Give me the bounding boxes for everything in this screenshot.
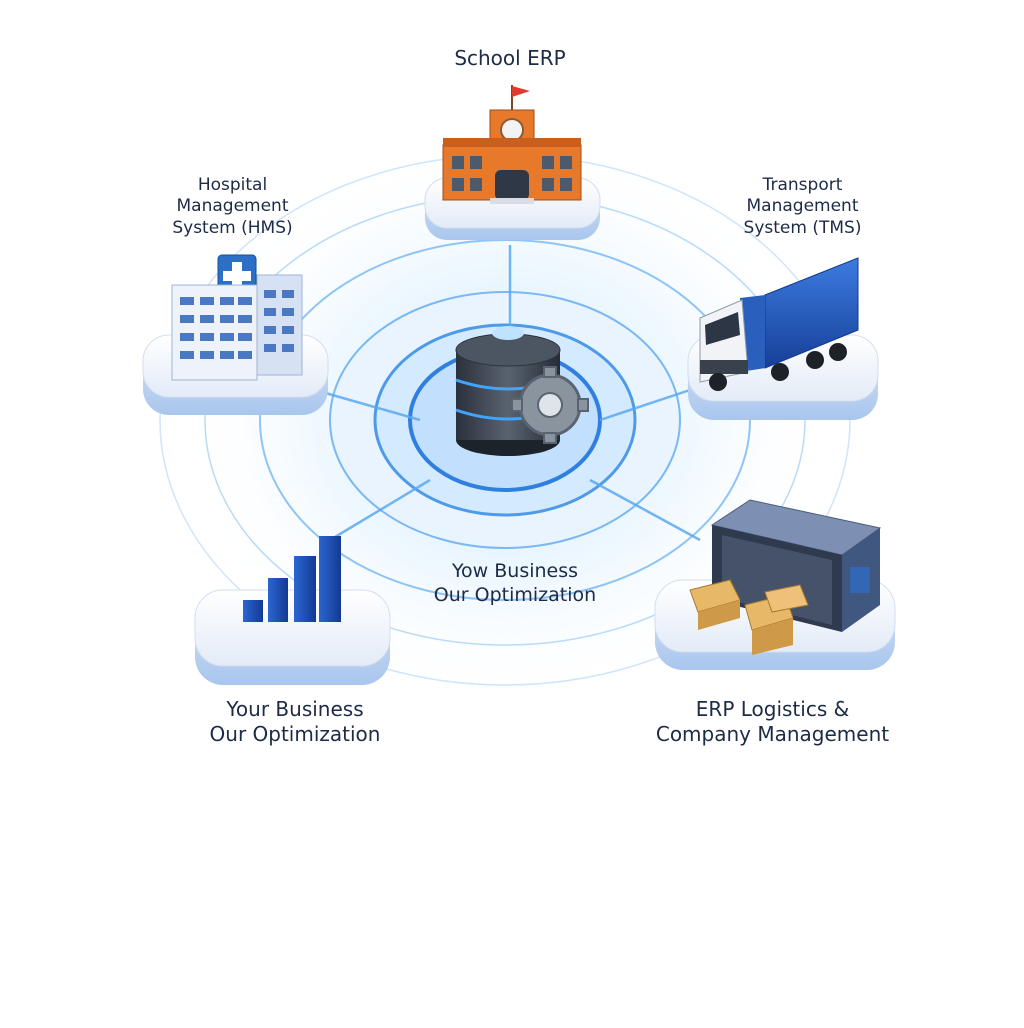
platform-analytics bbox=[194, 589, 391, 685]
connector-logistics bbox=[589, 478, 701, 542]
school-building-icon bbox=[442, 85, 582, 204]
hms-label: Hospital Management System (HMS) bbox=[140, 175, 325, 239]
analytics-label-line-1: Your Business bbox=[226, 697, 364, 721]
tms-label-line-3: System (TMS) bbox=[743, 217, 862, 238]
tms-label: Transport Management System (TMS) bbox=[715, 175, 890, 239]
hub-caption: Yow Business Our Optimization bbox=[395, 560, 635, 608]
bar-2 bbox=[268, 578, 288, 622]
school-erp-label: School ERP bbox=[400, 46, 620, 71]
connector-analytics bbox=[329, 478, 431, 542]
hms-label-line-2: Management bbox=[176, 196, 289, 217]
tms-label-line-1: Transport bbox=[762, 175, 843, 195]
analytics-label: Your Business Our Optimization bbox=[180, 697, 410, 747]
connectors bbox=[314, 245, 701, 542]
connector-hms bbox=[314, 388, 421, 422]
hospital-building-icon bbox=[171, 254, 303, 381]
database-gear-icon bbox=[455, 326, 589, 456]
warehouse-icon bbox=[689, 499, 882, 655]
hub-caption-line-2: Our Optimization bbox=[433, 583, 597, 606]
analytics-label-line-2: Our Optimization bbox=[209, 722, 381, 746]
connector-tms bbox=[599, 388, 691, 422]
bar-1 bbox=[243, 600, 263, 622]
logistics-label-line-1: ERP Logistics & bbox=[695, 697, 850, 721]
school-erp-label-line-1: School ERP bbox=[454, 46, 566, 70]
truck-icon bbox=[699, 257, 859, 391]
bar-3 bbox=[294, 556, 316, 622]
logistics-label-line-2: Company Management bbox=[655, 722, 890, 746]
bar-chart-icon bbox=[243, 536, 341, 622]
tms-label-line-2: Management bbox=[746, 196, 859, 217]
boxes bbox=[689, 579, 809, 655]
bar-4 bbox=[319, 536, 341, 622]
hms-label-line-1: Hospital bbox=[197, 175, 268, 195]
logistics-label: ERP Logistics & Company Management bbox=[635, 697, 910, 747]
hms-label-line-3: System (HMS) bbox=[172, 217, 293, 238]
hub-caption-line-1: Yow Business bbox=[451, 560, 579, 582]
